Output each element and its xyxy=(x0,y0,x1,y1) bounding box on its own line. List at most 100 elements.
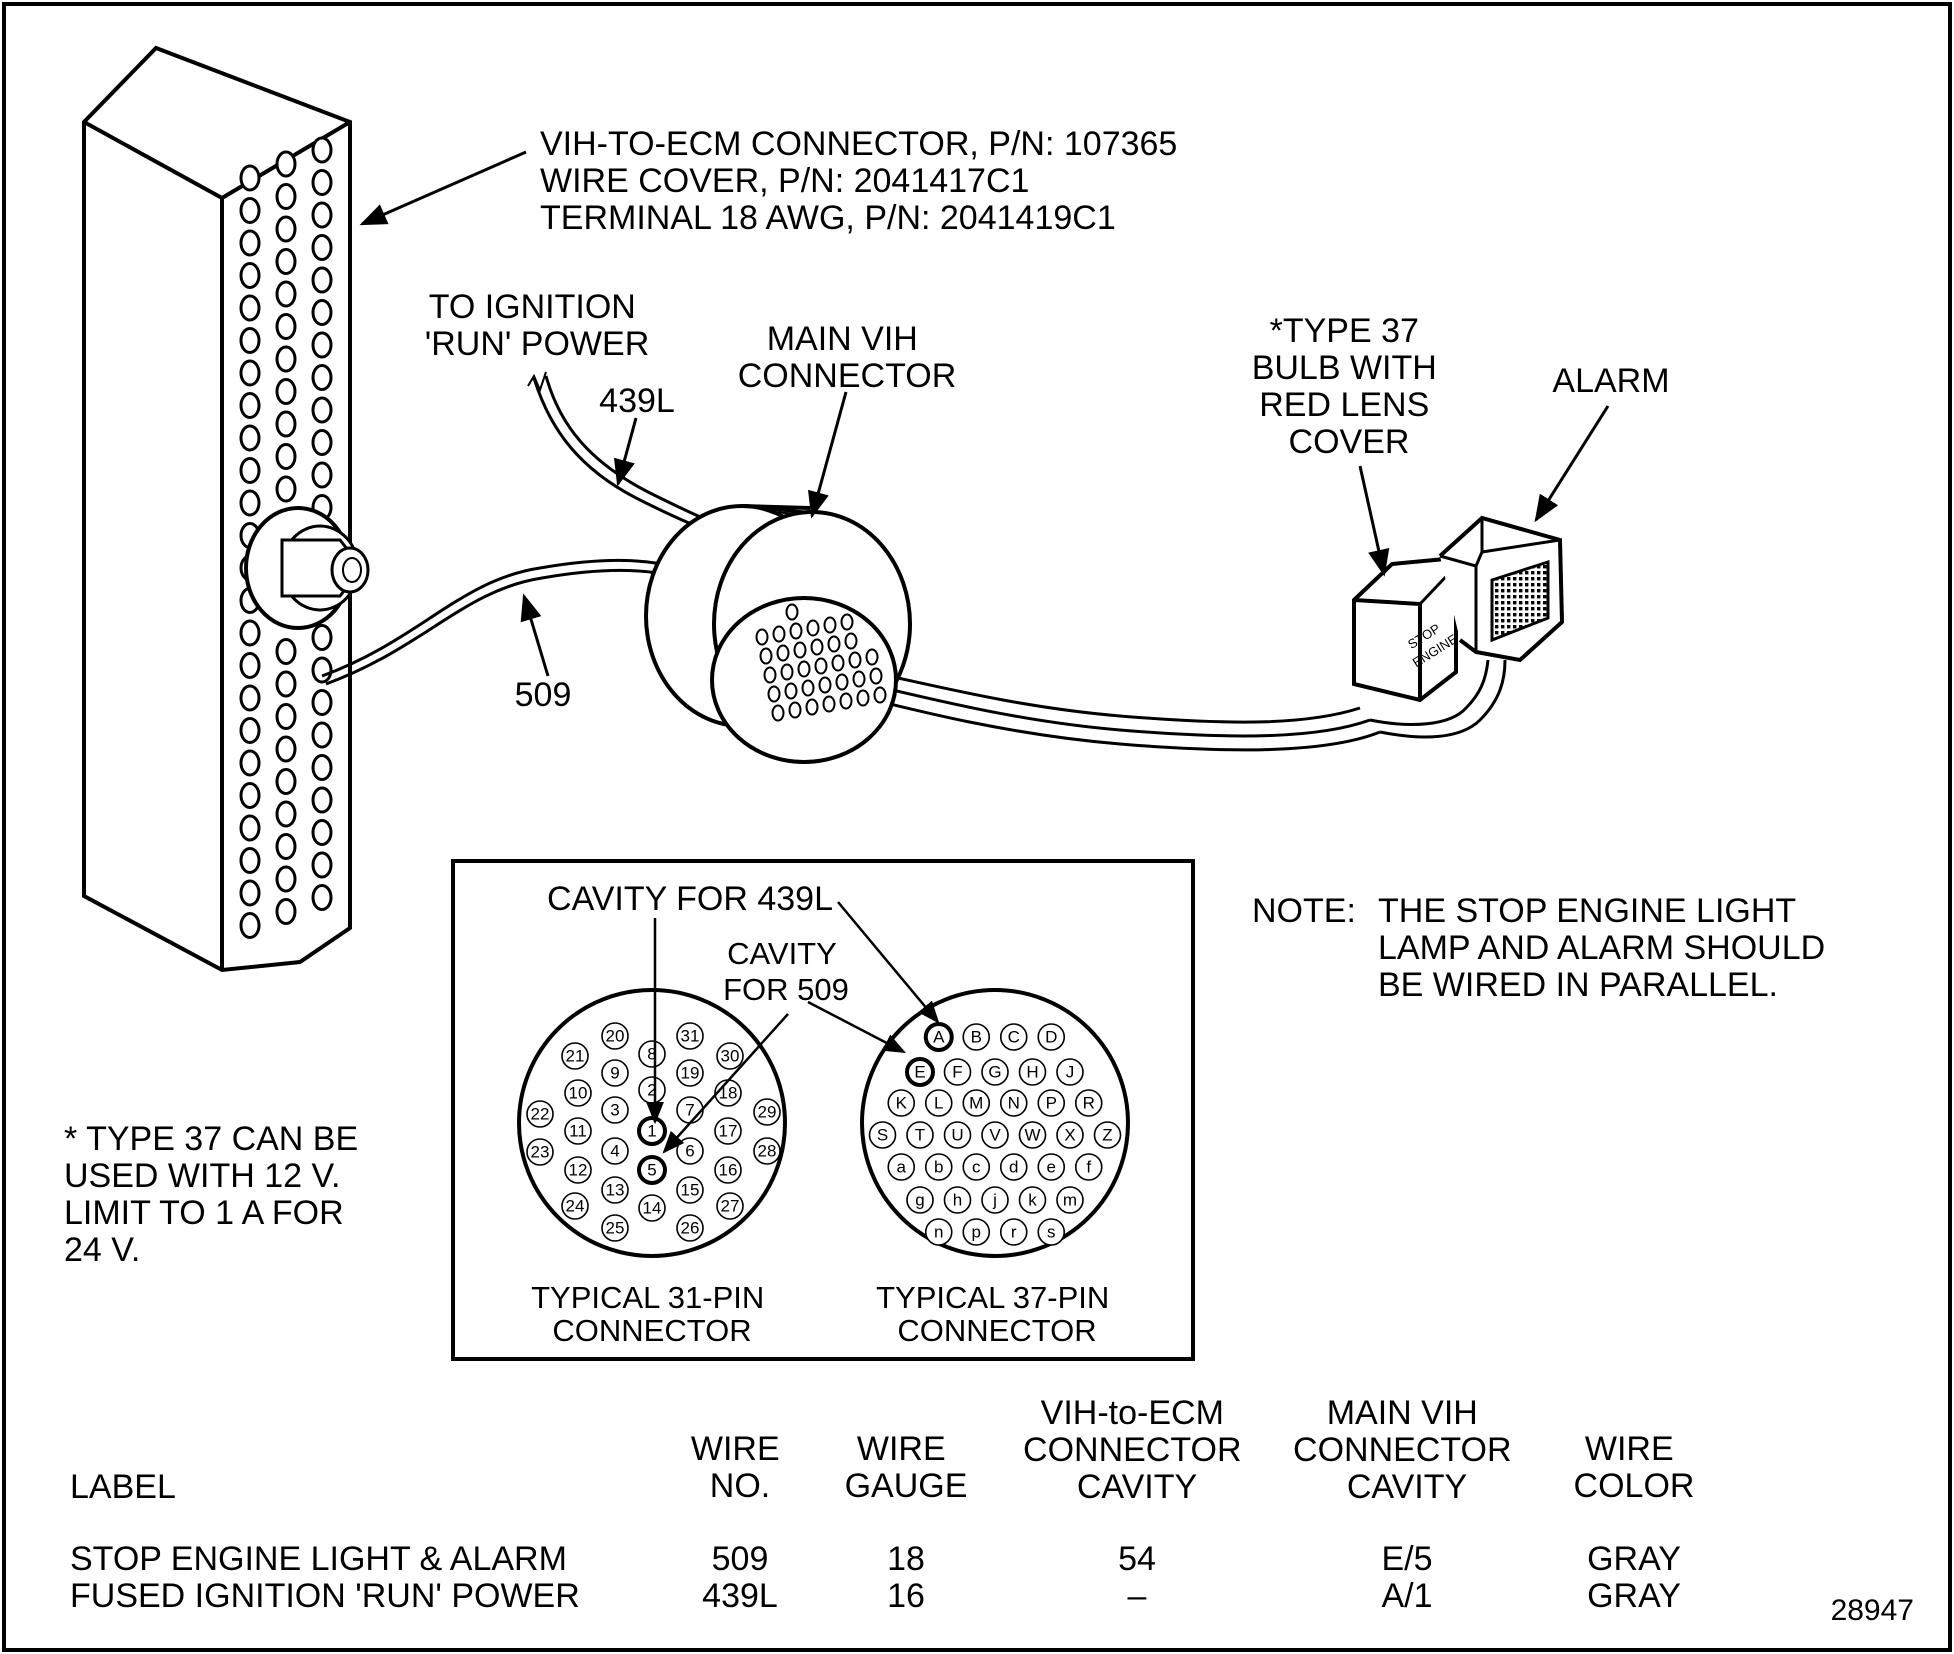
ecm-cavity-hole xyxy=(275,898,297,925)
ecm-cavity-hole xyxy=(275,313,297,340)
alarm-speaker-grille xyxy=(1490,559,1550,643)
pin-37-label: p xyxy=(972,1223,981,1242)
pin-37-p xyxy=(962,1218,991,1246)
ecm-cavity-hole xyxy=(275,183,297,210)
type37-callout: *TYPE 37 BULB WITH RED LENS COVER xyxy=(1252,312,1447,461)
pin-37-label: W xyxy=(1024,1126,1040,1145)
pin-31-label: 23 xyxy=(531,1143,550,1162)
pin-37-label: S xyxy=(877,1126,888,1145)
vih-face-hole xyxy=(771,704,785,722)
ecm-cavity-hole xyxy=(239,262,261,289)
vih-face-hole xyxy=(793,641,807,659)
pin-31-label: 24 xyxy=(566,1197,585,1216)
caption-31-pin: TYPICAL 31-PIN CONNECTOR xyxy=(531,1280,773,1348)
pin-31-12 xyxy=(564,1156,592,1184)
pin-37-A xyxy=(923,1022,954,1052)
pin-37-label: n xyxy=(934,1223,943,1242)
pin-31-label: 28 xyxy=(758,1142,777,1161)
pin-37-W xyxy=(1018,1121,1047,1149)
pin-31-label: 3 xyxy=(610,1101,619,1120)
vih-face-hole xyxy=(823,616,837,634)
pin-37-j xyxy=(981,1186,1009,1214)
pin-31-22 xyxy=(526,1100,554,1128)
pin-37-M xyxy=(962,1089,991,1117)
pin-31-5 xyxy=(637,1155,667,1185)
pin-37-N xyxy=(999,1089,1028,1117)
ecm-cavity-hole xyxy=(311,429,333,456)
connector-stud xyxy=(244,506,370,630)
note-body: THE STOP ENGINE LIGHT LAMP AND ALARM SHO… xyxy=(1378,892,1835,1004)
pin-37-h xyxy=(943,1186,972,1214)
alarm-unit xyxy=(1438,515,1565,663)
ecm-cavity-hole xyxy=(275,443,297,470)
pin-31-13 xyxy=(601,1176,629,1204)
pin-37-label: T xyxy=(915,1126,925,1145)
pin-37-g xyxy=(906,1186,934,1214)
ecm-cavity-hole xyxy=(239,327,261,354)
vih-face-hole xyxy=(789,622,803,640)
vih-face-hole xyxy=(776,644,790,662)
pin-37-S xyxy=(868,1121,897,1149)
pin-31-label: 22 xyxy=(531,1105,550,1124)
ecm-cavity-hole xyxy=(239,782,261,809)
pin-37-label: F xyxy=(952,1063,962,1082)
caption-37-pin: TYPICAL 37-PIN CONNECTOR xyxy=(876,1280,1118,1348)
pin-31-21 xyxy=(561,1042,589,1070)
ecm-cavity-hole xyxy=(275,865,297,893)
ecm-cavity-hole xyxy=(275,215,297,243)
wire-439l-label: 439L xyxy=(599,382,675,420)
vih-face-hole xyxy=(848,651,862,669)
vih-face-hole xyxy=(865,648,879,666)
ecm-cavity-hole xyxy=(239,164,261,192)
vih-face-pins xyxy=(755,603,887,722)
row-ecm-cavity: – xyxy=(1128,1577,1147,1615)
ecm-cavity-hole xyxy=(239,619,261,647)
ecm-cavity-hole xyxy=(239,652,261,679)
vih-face-hole xyxy=(801,679,815,697)
pin-37-Z xyxy=(1093,1121,1122,1149)
pin-31-label: 12 xyxy=(569,1161,588,1180)
ecm-cavity-hole xyxy=(311,754,333,781)
pin-31-9 xyxy=(601,1059,629,1087)
cavity-leaders xyxy=(646,901,940,1154)
vih-face-hole xyxy=(788,701,802,719)
pin-37-r xyxy=(999,1218,1028,1246)
ecm-cavity-hole xyxy=(275,410,297,438)
pin-37-label: m xyxy=(1063,1191,1077,1210)
pin-31-27 xyxy=(716,1192,744,1220)
ecm-cavity-hole xyxy=(239,912,261,939)
vih-face-hole xyxy=(772,625,786,643)
pin-31-8 xyxy=(638,1040,666,1068)
pin-37-label: f xyxy=(1086,1158,1091,1177)
ecm-cavity-hole xyxy=(239,879,261,907)
pin-31-17 xyxy=(714,1117,742,1145)
ecm-cavity-hole xyxy=(275,833,297,860)
vih-face-hole xyxy=(763,666,777,684)
ecm-cavity-hole xyxy=(275,378,297,405)
ecm-cavity-hole xyxy=(311,884,333,911)
pin-31-25 xyxy=(601,1214,629,1242)
pin-37-K xyxy=(887,1089,916,1117)
ecm-cavity-hole xyxy=(311,299,333,326)
vih-face-hole xyxy=(840,613,854,631)
ecm-cavity-hole xyxy=(311,786,333,814)
vih-face-hole xyxy=(856,689,870,707)
ecm-cavity-hole xyxy=(311,396,333,424)
vih-face-hole xyxy=(806,619,820,637)
pin-37-label: Z xyxy=(1102,1126,1112,1145)
pin-37-D xyxy=(1037,1023,1066,1051)
ecm-cavity-hole xyxy=(311,234,333,261)
pin-31-label: 1 xyxy=(647,1122,656,1141)
pin-31-31 xyxy=(676,1022,704,1050)
pin-31-24 xyxy=(561,1192,589,1220)
ecm-cavity-hole xyxy=(311,169,333,196)
ecm-cavity-hole xyxy=(239,359,261,387)
pin-37-label: r xyxy=(1011,1223,1017,1242)
vih-face-hole xyxy=(835,673,849,691)
pin-31-label: 27 xyxy=(721,1197,740,1216)
pin-37-H xyxy=(1018,1058,1047,1086)
vih-face-hole xyxy=(852,670,866,688)
